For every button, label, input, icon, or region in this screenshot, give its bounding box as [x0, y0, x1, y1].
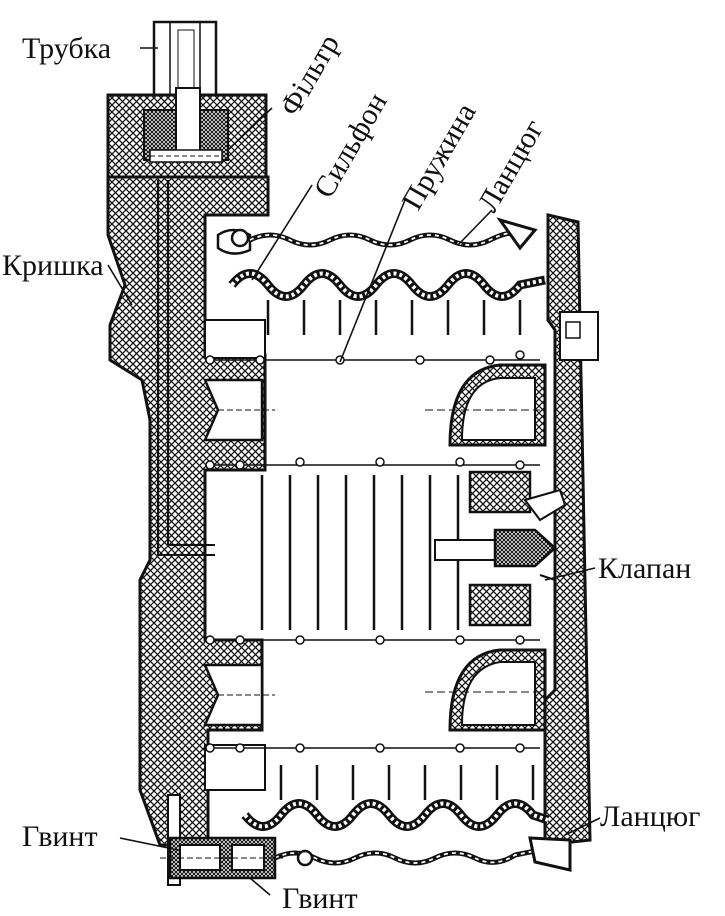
- label-tube: Трубка: [22, 32, 111, 65]
- upper-bellows: [228, 269, 546, 335]
- label-screw-left: Гвинт: [22, 820, 98, 853]
- screw-assembly: [160, 794, 285, 886]
- label-cover: Кришка: [2, 249, 104, 282]
- label-valve: Клапан: [598, 552, 691, 585]
- central-bellows: [260, 475, 460, 630]
- label-chain-top: Ланцюг: [471, 114, 550, 218]
- label-spring: Пружина: [395, 98, 482, 216]
- bottom-chain: [273, 836, 572, 872]
- filter-housing: [106, 87, 268, 179]
- leader-lines: [107, 47, 601, 896]
- spring-coils: [205, 350, 540, 753]
- label-chain-bottom: Ланцюг: [600, 800, 701, 833]
- lower-bellows: [241, 765, 550, 831]
- label-filter: Фільтр: [273, 29, 346, 122]
- valve-assembly: [425, 363, 567, 732]
- label-screw-bottom: Гвинт: [282, 882, 358, 915]
- label-bellows: Сильфон: [307, 87, 393, 203]
- top-chain: [216, 217, 538, 255]
- end-plate: [543, 213, 599, 847]
- cover-body: [106, 175, 275, 847]
